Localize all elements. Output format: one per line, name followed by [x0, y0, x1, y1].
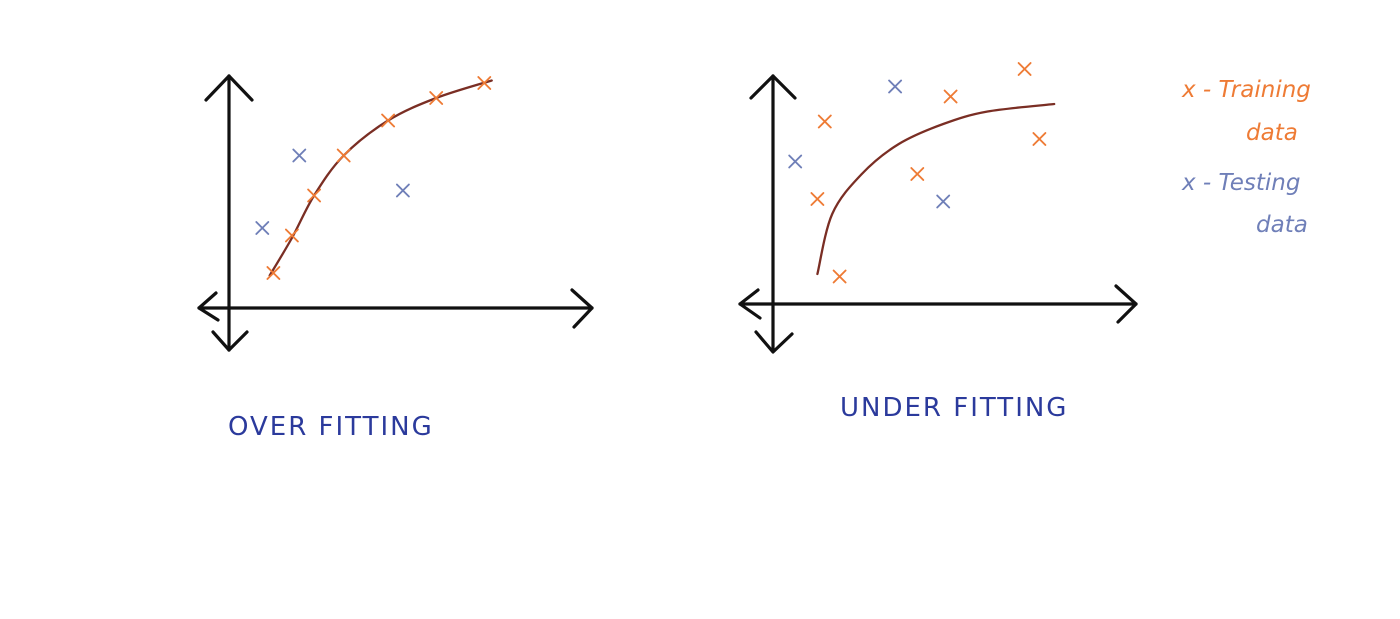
overfitting-plot [255, 76, 493, 280]
overfitting-y-arrow-bottom [211, 330, 249, 352]
underfitting-axes [738, 74, 1138, 354]
overfitting-training-point-1 [284, 228, 299, 243]
underfitting-x-arrow-right [1114, 284, 1138, 324]
legend-testing-label: x - Testing [1181, 170, 1300, 196]
overfitting-testing-point-0 [255, 221, 270, 235]
overfitting-training-point-6 [477, 76, 492, 90]
overfitting-testing-point-2 [395, 183, 410, 198]
overfitting-caption: OVER FITTING [228, 412, 434, 442]
underfitting-training-point-2 [832, 269, 847, 284]
underfitting-testing-point-1 [888, 79, 903, 94]
overfitting-training-point-4 [381, 113, 396, 128]
overfitting-axes [197, 74, 594, 352]
overfitting-fit-curve [268, 79, 493, 277]
underfitting-training-point-0 [817, 114, 832, 129]
overfitting-training-point-3 [336, 148, 351, 163]
legend-testing-label-2: data [1256, 212, 1308, 238]
underfitting-training-point-3 [910, 167, 925, 181]
legend-training-label: x - Training [1181, 77, 1311, 103]
underfitting-testing-point-0 [788, 154, 803, 169]
underfitting-training-point-4 [943, 89, 958, 104]
overfitting-testing-point-1 [292, 148, 307, 163]
overfitting-x-arrow-left [197, 291, 220, 322]
underfitting-training-point-5 [1017, 62, 1032, 76]
underfitting-y-arrow-bottom [754, 330, 794, 354]
underfitting-caption: UNDER FITTING [840, 393, 1068, 423]
underfitting-y-arrow-top [749, 74, 797, 100]
legend: x - Training data x - Testing data [1181, 77, 1311, 238]
overfitting-training-point-5 [429, 91, 444, 105]
overfitting-training-point-0 [266, 266, 281, 280]
overfitting-x-arrow-right [570, 288, 594, 329]
underfitting-training-point-1 [810, 192, 825, 206]
overfitting-y-arrow-top [204, 74, 254, 102]
underfitting-testing-point-2 [936, 194, 951, 209]
underfitting-x-arrow-left [738, 288, 762, 320]
underfitting-training-point-6 [1032, 132, 1047, 146]
legend-training-label-2: data [1246, 120, 1298, 146]
underfitting-plot [788, 62, 1056, 284]
overfitting-training-point-2 [307, 188, 322, 203]
underfitting-fit-curve [816, 102, 1056, 276]
